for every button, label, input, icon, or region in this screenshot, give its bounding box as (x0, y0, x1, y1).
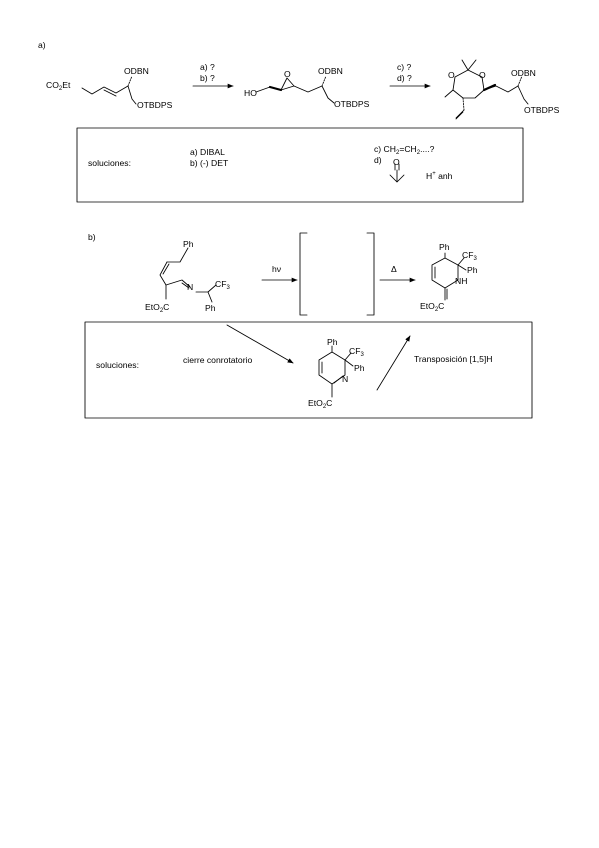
arrow-conrotatory (226, 324, 294, 364)
eto2c-label-2: EtO2C (420, 301, 445, 313)
solution-d: d) (374, 155, 382, 165)
solution-c: c) CH2=CH2....? (374, 144, 435, 156)
cf3-label-1: CF3 (215, 279, 230, 291)
acetone-o-label: O (393, 157, 400, 167)
nh-label: NH (455, 276, 468, 286)
ph-label-5: Ph (327, 337, 338, 347)
acid-label: H+ anh (426, 171, 453, 181)
solution-b: b) (-) DET (190, 158, 229, 168)
arrow1-reagent-b: b) ? (200, 73, 215, 83)
eto2c-label-1: EtO2C (145, 302, 170, 314)
n-label-1: N (187, 282, 194, 292)
ester-label: CO2Et (46, 80, 71, 92)
acetonide-structure (444, 59, 529, 120)
otbdps-label-3: OTBDPS (524, 105, 560, 115)
solution-a: a) DIBAL (190, 147, 225, 157)
solutions-heading-a: soluciones: (88, 158, 131, 168)
azatriene-structure (159, 247, 217, 303)
acetone-structure (389, 163, 405, 183)
acetal-o-right: O (479, 70, 486, 80)
ph-label-3: Ph (439, 242, 450, 252)
hv-label: hν (272, 264, 282, 274)
dihydropyridine-nh-structure (431, 252, 467, 301)
odbn-label-3: ODBN (511, 68, 536, 78)
eto2c-label-3: EtO2C (308, 398, 333, 410)
n-label-2: N (342, 374, 349, 384)
arrow2-reagent-d: d) ? (397, 73, 412, 83)
solutions-box-a (76, 127, 524, 203)
dihydropyridine-intermediate-structure (318, 345, 354, 398)
delta-label: Δ (391, 264, 397, 274)
arrow2-reagent-c: c) ? (397, 62, 412, 72)
cf3-label-2: CF3 (462, 250, 477, 262)
part-a-label: a) (38, 40, 46, 50)
solutions-box-b (84, 321, 533, 419)
bracket-left (299, 232, 308, 316)
epoxide-structure (255, 75, 335, 104)
otbdps-label-2: OTBDPS (334, 99, 370, 109)
cf3-label-3: CF3 (349, 346, 364, 358)
otbdps-label-1: OTBDPS (137, 100, 173, 110)
arrow1-reagent-a: a) ? (200, 62, 215, 72)
ph-label-2: Ph (205, 303, 216, 313)
conrotatory-label: cierre conrotatorio (183, 355, 253, 365)
epoxide-o-label: O (284, 69, 291, 79)
part-b-label: b) (88, 232, 96, 242)
ho-label: HO (244, 88, 257, 98)
odbn-label-1: ODBN (124, 66, 149, 76)
solutions-heading-b: soluciones: (96, 360, 139, 370)
ph-label-1: Ph (183, 239, 194, 249)
sigmatropic-label: Transposición [1,5]H (414, 354, 493, 364)
ph-label-6: Ph (354, 363, 365, 373)
ph-label-4: Ph (467, 265, 478, 275)
starting-material-structure (81, 75, 137, 105)
arrow-sigmatropic (376, 335, 411, 391)
odbn-label-2: ODBN (318, 66, 343, 76)
acetal-o-left: O (448, 70, 455, 80)
bracket-right (366, 232, 375, 316)
